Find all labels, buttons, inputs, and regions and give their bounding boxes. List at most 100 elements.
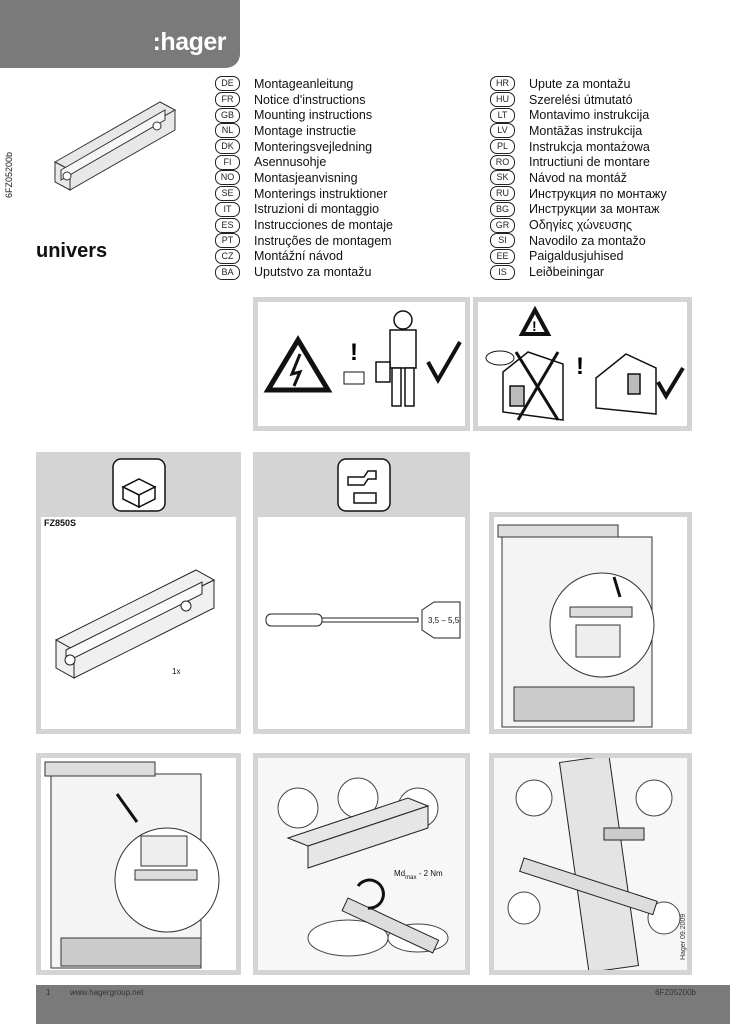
language-row: LV Montāžas instrukcija: [490, 123, 667, 139]
high-voltage-warning-icon: [263, 335, 333, 393]
exclamation-icon: !: [350, 339, 358, 366]
step-4-panel: [489, 753, 692, 975]
language-code-badge: NL: [215, 123, 240, 139]
language-label: Monteringsvejledning: [254, 139, 373, 154]
language-code-badge: PT: [215, 233, 240, 249]
language-row: IT Istruzioni di montaggio: [215, 201, 393, 218]
blade-size-indicator-icon: [421, 601, 461, 639]
language-code-badge: IS: [490, 264, 515, 280]
language-label: Asennusohje: [254, 155, 327, 170]
product-name: univers: [36, 240, 108, 262]
electrician-figure-icon: [375, 310, 417, 407]
language-code-badge: IT: [215, 201, 240, 217]
language-row: HR Upute za montažu: [490, 76, 667, 92]
hager-logo: :hager: [152, 28, 227, 56]
language-row: PT Instruções de montagem: [215, 233, 393, 249]
language-label: Szerelési útmutató: [529, 92, 633, 107]
part-number: FZ850S: [44, 518, 77, 528]
language-code-badge: GR: [490, 217, 515, 233]
language-code-badge: BG: [490, 201, 515, 217]
safety-panel-house: ! !: [473, 297, 692, 431]
language-code-badge: LT: [490, 107, 515, 123]
language-label: Инструкции за монтаж: [529, 202, 660, 217]
language-code-badge: DE: [215, 76, 240, 92]
language-row: PL Instrukcja montażowa: [490, 139, 667, 155]
rail-part-drawing: [54, 569, 216, 679]
screwdriver-drawing: 3,5 – 5,5: [265, 601, 461, 639]
language-row: SK Návod na montáž: [490, 170, 667, 186]
language-row: NO Montasjeanvisning: [215, 170, 393, 186]
arrow-icon: [115, 793, 139, 823]
language-code-badge: FI: [215, 154, 240, 170]
language-row: BA Uputstvo za montažu: [215, 264, 393, 280]
language-code-badge: PL: [490, 139, 515, 155]
language-row: GB Mounting instructions: [215, 107, 393, 123]
language-code-badge: SI: [490, 233, 515, 249]
language-row: NL Montage instructie: [215, 123, 393, 139]
page-number: 1: [46, 988, 51, 997]
language-row: GR Οδηγίες χώνευσης: [490, 217, 667, 233]
language-label: Notice d'instructions: [254, 92, 366, 107]
language-label: Montážní návod: [254, 249, 343, 264]
cloud-icon: [485, 350, 515, 366]
date-note: Hager 09.2009: [680, 913, 687, 960]
language-label: Montage instructie: [254, 123, 357, 138]
footer-document-code: 6FZ05200b: [655, 988, 696, 997]
language-code-badge: LV: [490, 123, 515, 139]
language-label: Инструкция по монтажу: [529, 186, 667, 201]
language-row: FI Asennusohje: [215, 154, 393, 170]
language-code-badge: SK: [490, 170, 515, 186]
language-code-badge: HR: [490, 76, 515, 92]
house-closed-icon: [595, 353, 657, 415]
language-code-badge: GB: [215, 107, 240, 123]
language-row: LT Montavimo instrukcija: [490, 107, 667, 123]
language-label: Leiðbeiningar: [529, 265, 605, 280]
side-document-code: 6FZ05200b: [4, 151, 15, 199]
checkmark-icon: [426, 340, 462, 385]
language-row: RU Инструкция по монтажу: [490, 186, 667, 202]
open-box-icon: [112, 458, 166, 512]
language-label: Upute za montažu: [529, 76, 631, 91]
language-label: Navodilo za montažo: [529, 233, 646, 248]
step-2-panel: [36, 753, 241, 975]
torque-label: Mdmax - 2 Nm: [394, 869, 443, 881]
language-label: Istruzioni di montaggio: [254, 202, 380, 217]
language-label: Mounting instructions: [254, 108, 373, 123]
language-label: Montageanleitung: [254, 76, 354, 91]
language-label: Montasjeanvisning: [254, 170, 358, 185]
language-code-badge: HU: [490, 92, 515, 108]
language-code-badge: RO: [490, 154, 515, 170]
language-label: Οδηγίες χώνευσης: [529, 218, 633, 233]
footer-url: www.hagergroup.net: [70, 988, 144, 997]
step-3-panel: Mdmax - 2 Nm: [253, 753, 470, 975]
language-code-badge: BA: [215, 264, 240, 280]
language-label: Montavimo instrukcija: [529, 108, 650, 123]
safety-panel-electrician: !: [253, 297, 470, 431]
language-code-badge: SE: [215, 186, 240, 202]
language-code-badge: RU: [490, 186, 515, 202]
language-label: Instrukcja montażowa: [529, 139, 650, 154]
language-label: Monterings instruktioner: [254, 186, 388, 201]
language-label: Uputstvo za montažu: [254, 265, 372, 280]
product-rail-image: [53, 101, 177, 191]
language-row: HU Szerelési útmutató: [490, 92, 667, 108]
checkmark-icon: [656, 366, 685, 400]
language-label: Návod na montáž: [529, 170, 627, 185]
language-row: BG Инструкции за монтаж: [490, 201, 667, 218]
warning-icon: [518, 305, 552, 336]
language-row: DE Montageanleitung: [215, 76, 393, 92]
language-row: SI Navodilo za montažo: [490, 233, 667, 249]
pointing-hand-icon: [343, 371, 365, 385]
tools-header: [258, 457, 465, 517]
language-label: Montāžas instrukcija: [529, 123, 643, 138]
brand-header: :hager: [0, 0, 240, 68]
blade-size-label: 3,5 – 5,5: [428, 616, 460, 625]
tools-panel: [253, 452, 470, 734]
language-label: Instruções de montagem: [254, 233, 392, 248]
quantity-label: 1x: [172, 667, 181, 676]
language-code-badge: NO: [215, 170, 240, 186]
